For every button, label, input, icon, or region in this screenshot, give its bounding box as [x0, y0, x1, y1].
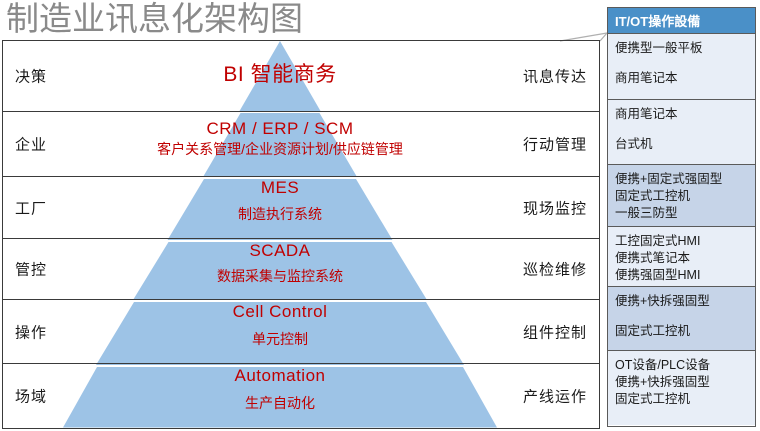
- stage-label: 决策: [15, 68, 48, 86]
- stage-label: 企业: [15, 136, 48, 154]
- device-line: 固定式工控机: [615, 392, 691, 406]
- device-line: 固定式工控机: [615, 189, 691, 203]
- device-cell: 商用笔记本 台式机: [608, 100, 755, 165]
- action-label: 讯息传达: [522, 68, 587, 86]
- action-label: 巡检维修: [522, 261, 587, 279]
- device-line: 便携+快拆强固型: [615, 294, 710, 308]
- stage-label: 操作: [15, 324, 48, 341]
- table-row: 决策 讯息传达: [3, 41, 599, 112]
- device-line: 工控固定式HMI: [615, 234, 701, 248]
- device-line: 便携+快拆强固型: [615, 375, 710, 389]
- action-label: 组件控制: [522, 324, 587, 341]
- device-line: 便携型一般平板: [615, 41, 703, 55]
- device-cell: 便携+快拆强固型 固定式工控机: [608, 287, 755, 351]
- table-row: 操作 组件控制: [3, 300, 599, 364]
- table-row: 场域 产线运作: [3, 364, 599, 428]
- action-label: 现场监控: [522, 200, 587, 217]
- action-label: 产线运作: [522, 388, 587, 406]
- device-line: 商用笔记本: [615, 107, 678, 121]
- device-line: OT设备/PLC设备: [615, 358, 711, 372]
- device-cell: 工控固定式HMI 便携式笔记本 便携强固型HMI: [608, 227, 755, 287]
- device-cell: 便携型一般平板 商用笔记本: [608, 34, 755, 100]
- device-line: 固定式工控机: [615, 324, 691, 338]
- device-cell: OT设备/PLC设备 便携+快拆强固型 固定式工控机: [608, 351, 755, 425]
- device-line: 台式机: [615, 137, 653, 151]
- page-title: 制造业讯息化架构图: [6, 0, 303, 37]
- table-row: 工厂 现场监控: [3, 177, 599, 239]
- device-panel: IT/OT操作設備 便携型一般平板 商用笔记本 商用笔记本 台式机 便携+固定式…: [607, 7, 756, 427]
- stage-label: 工厂: [15, 200, 48, 217]
- device-panel-header: IT/OT操作設備: [608, 8, 755, 34]
- architecture-matrix: 决策 讯息传达 企业 行动管理 工厂 现场监控 管控 巡检维修 操作 组件控制 …: [2, 40, 600, 429]
- device-line: 一般三防型: [615, 206, 678, 220]
- device-line: 便携+固定式强固型: [615, 172, 723, 186]
- table-row: 企业 行动管理: [3, 112, 599, 177]
- stage-label: 场域: [15, 388, 48, 406]
- device-line: 便携式笔记本: [615, 251, 691, 265]
- device-line: 便携强固型HMI: [615, 268, 701, 282]
- action-label: 行动管理: [522, 136, 587, 154]
- device-cell: 便携+固定式强固型 固定式工控机 一般三防型: [608, 165, 755, 227]
- stage-label: 管控: [15, 261, 48, 279]
- table-row: 管控 巡检维修: [3, 239, 599, 300]
- device-line: 商用笔记本: [615, 71, 678, 85]
